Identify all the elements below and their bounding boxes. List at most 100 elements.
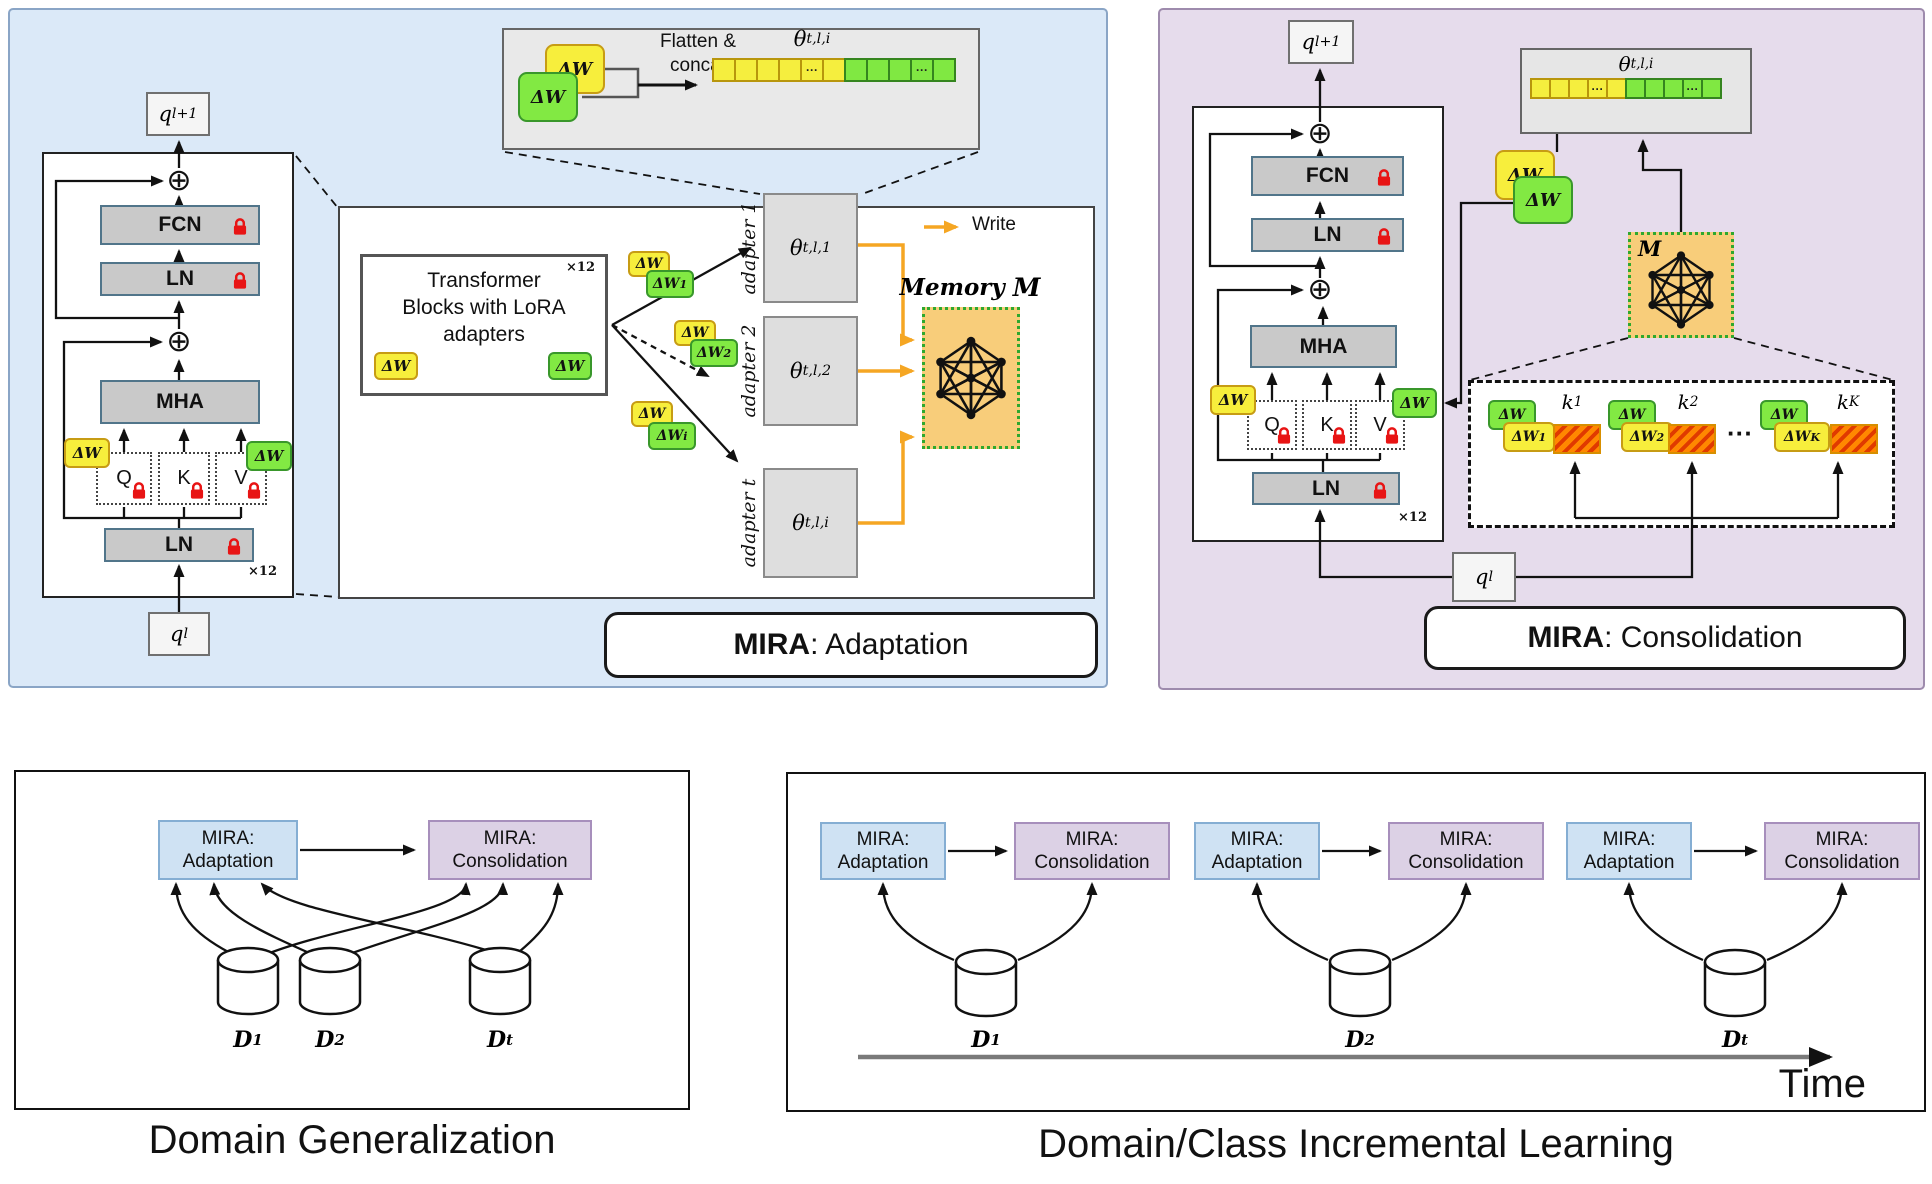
- add-icon: ⊕: [1307, 273, 1333, 306]
- lock-icon: [232, 217, 248, 236]
- theta-cell: [756, 58, 780, 82]
- theta-cell: [1625, 78, 1646, 99]
- theta-cell: [866, 58, 890, 82]
- ln2-block: LN: [104, 528, 254, 562]
- memory-label: Memory M: [899, 272, 1041, 302]
- q-in-label: q: [169, 622, 184, 646]
- k-proj-label: K: [177, 467, 191, 489]
- memory-keys-box: [1468, 380, 1895, 528]
- repeat-count-label: ×12: [248, 564, 277, 579]
- key-1-embedding: [1553, 424, 1601, 454]
- keys-ellipsis: ···: [1727, 417, 1753, 448]
- add-icon: ⊕: [166, 325, 192, 358]
- mira-consolidation-node: MIRA: Consolidation: [428, 820, 592, 880]
- lock-icon: [1384, 426, 1400, 445]
- adapter-t-label: adapter t: [738, 478, 760, 568]
- adapter-1-label: adapter 1: [738, 201, 760, 295]
- key-2-embedding: [1668, 424, 1716, 454]
- delta-w-green-chip: ΔW: [548, 352, 592, 380]
- dataset-cylinder: [1703, 948, 1767, 1018]
- delta-w-green-chip: ΔW: [246, 441, 292, 471]
- add-icon: ⊕: [166, 164, 192, 197]
- lock-icon: [1372, 481, 1388, 500]
- ln2-label: LN: [165, 533, 193, 556]
- q-out-label: q: [158, 102, 172, 126]
- delta-w-green-chip: ΔW: [1392, 388, 1437, 418]
- v-proj-block: V: [1355, 400, 1405, 450]
- adaptation-title: MIRA: Adaptation: [604, 612, 1098, 678]
- theta-cell: ···: [1682, 78, 1703, 99]
- write-legend-label: Write: [972, 214, 1016, 235]
- theta-cell: ···: [800, 58, 824, 82]
- mira-adaptation-node: MIRA: Adaptation: [820, 822, 946, 880]
- q-proj-label: Q: [116, 467, 132, 489]
- lock-icon: [1276, 426, 1292, 445]
- delta-w-green-card: ΔW: [518, 72, 578, 122]
- lock-icon: [1376, 227, 1392, 246]
- adapter-2-label: adapter 2: [738, 324, 760, 418]
- theta-cell: [1606, 78, 1627, 99]
- k-proj-block: K: [158, 452, 210, 505]
- memory-graph-icon: [931, 324, 1011, 432]
- delta-w-yellow-chip: ΔW: [1210, 385, 1256, 415]
- ln-label: LN: [166, 267, 194, 290]
- lock-icon: [232, 271, 248, 290]
- theta-cell: [888, 58, 912, 82]
- theta-cell: [1549, 78, 1570, 99]
- mira-adaptation-node: MIRA: Adaptation: [158, 820, 298, 880]
- v-proj-label: V: [234, 467, 248, 489]
- theta-cell: [734, 58, 758, 82]
- mira-adaptation-node: MIRA: Adaptation: [1194, 822, 1320, 880]
- time-axis-label: Time: [1778, 1062, 1866, 1106]
- incremental-learning-box: [786, 772, 1926, 1112]
- theta-cell: [778, 58, 802, 82]
- domain-generalization-caption: Domain Generalization: [148, 1118, 556, 1162]
- theta-cell: [712, 58, 736, 82]
- delta-w-yellow-chip: ΔW: [64, 438, 110, 468]
- k-proj-block: K: [1302, 400, 1352, 450]
- theta-cell: [1568, 78, 1589, 99]
- lock-icon: [1331, 426, 1347, 445]
- lock-icon: [189, 481, 205, 500]
- dataset-cylinder: [954, 948, 1018, 1018]
- delta-w-green-card: ΔW: [1513, 176, 1573, 224]
- delta-w-yellow-chip: ΔW: [628, 251, 670, 277]
- memory-graph-icon: [1643, 251, 1719, 329]
- memory-m-label: M: [1638, 236, 1662, 261]
- theta-cell: ···: [1587, 78, 1608, 99]
- ln-block: LN: [1251, 218, 1404, 252]
- theta-vector-cells: ··· ···: [712, 58, 956, 82]
- repeat-count-label: ×12: [1398, 510, 1427, 525]
- theta-vector-cells: ··· ···: [1530, 78, 1722, 99]
- repeat-count-label: ×12: [566, 260, 595, 275]
- dataset-cylinder: [298, 946, 362, 1016]
- theta-cell: [822, 58, 846, 82]
- key-K-embedding: [1830, 424, 1878, 454]
- fcn-block: FCN: [1251, 156, 1404, 196]
- lock-icon: [131, 481, 147, 500]
- theta-cell: [932, 58, 956, 82]
- theta-cell: ···: [910, 58, 934, 82]
- incremental-learning-caption: Domain/Class Incremental Learning: [1038, 1122, 1674, 1166]
